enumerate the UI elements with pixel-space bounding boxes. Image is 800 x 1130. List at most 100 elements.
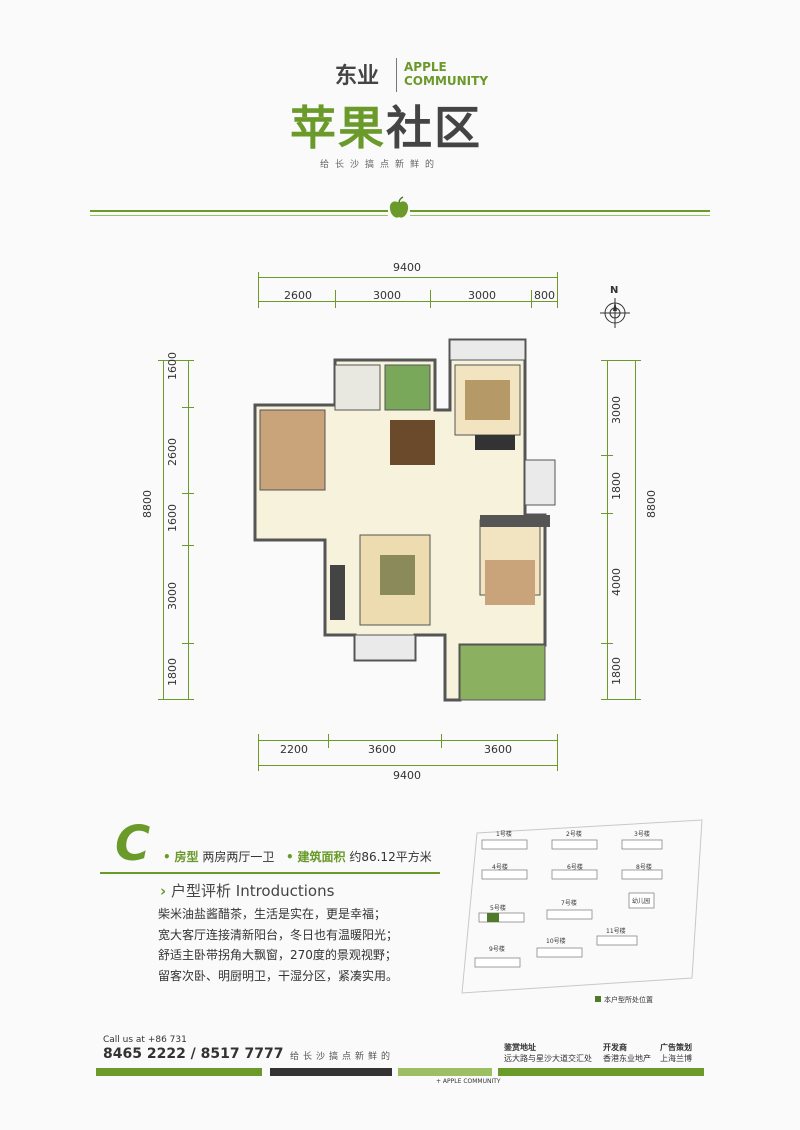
dimension-tick: [601, 643, 613, 644]
site-building-label: 3号楼: [634, 831, 650, 838]
dimension-line: [635, 360, 636, 700]
left-total-dimension: 8800: [141, 490, 154, 518]
unit-type: • 房型 两房两厅一卫: [163, 848, 274, 865]
dimension-tick: [430, 290, 431, 308]
site-map: [461, 819, 703, 994]
intro-title-en: Introductions: [235, 882, 335, 900]
bullet-dot: •: [163, 850, 171, 864]
dimension-tick: [601, 360, 641, 361]
dimension-tick: [182, 493, 194, 494]
right-dimension-1: 3000: [610, 396, 623, 424]
dimension-tick: [601, 455, 613, 456]
developer-short-name: 东业: [335, 64, 380, 89]
bottom-total-dimension: 9400: [393, 769, 421, 782]
unit-type-label: 房型: [174, 850, 199, 864]
legend-swatch: [595, 996, 601, 1002]
intro-text: 柴米油盐酱醋茶，生活是实在，更是幸福； 宽大客厅连接清新阳台，冬日也有温暖阳光；…: [158, 904, 448, 986]
showroom-label: 鉴赏地址: [504, 1043, 536, 1052]
top-dimension-2: 3000: [373, 289, 401, 302]
top-dimension-3: 3000: [468, 289, 496, 302]
top-total-dimension: 9400: [393, 261, 421, 274]
dimension-line: [163, 360, 164, 700]
brand-chinese-part1: 苹果: [290, 101, 386, 155]
right-total-dimension: 8800: [645, 490, 658, 518]
footer-brand-english: + APPLE COMMUNITY: [436, 1078, 501, 1085]
site-building-label: 8号楼: [636, 864, 652, 871]
site-building-label: 6号楼: [567, 864, 583, 871]
developer-value: 香港东业地产: [603, 1054, 651, 1063]
site-legend: 本户型所处位置: [595, 995, 653, 1005]
dimension-tick: [182, 643, 194, 644]
dimension-tick: [335, 290, 336, 308]
bottom-dimension-3: 3600: [484, 743, 512, 756]
bullet-dot: •: [286, 850, 294, 864]
intro-title-cn: 户型评析: [170, 882, 231, 900]
dimension-line: [258, 765, 558, 766]
intro-line: 舒适主卧带拐角大飘窗，270度的景观视野；: [158, 948, 397, 962]
unit-area-label: 建筑面积: [297, 850, 346, 864]
footer-bar-dark: [270, 1068, 392, 1076]
site-building-label: 1号楼: [496, 831, 512, 838]
brand-english: APPLE COMMUNITY: [404, 60, 524, 88]
phone-numbers[interactable]: 8465 2222 / 8517 7777: [103, 1046, 284, 1062]
site-building-label: 10号楼: [546, 938, 566, 945]
agency-label: 广告策划: [660, 1043, 692, 1052]
chevron-right-icon: ›: [160, 882, 167, 900]
dimension-tick: [601, 513, 613, 514]
right-dimension-2: 1800: [610, 472, 623, 500]
dimension-line: [188, 360, 189, 700]
brand-english-line1: APPLE: [404, 60, 447, 74]
showroom-info: 鉴赏地址 远大路与星沙大道交汇处: [504, 1042, 592, 1064]
apple-icon: [388, 196, 410, 220]
top-dimension-4: 800: [534, 289, 555, 302]
unit-type-value: 两房两厅一卫: [202, 850, 275, 864]
site-building-label: 9号楼: [489, 946, 505, 953]
dimension-tick: [258, 272, 259, 308]
call-label: Call us at +86 731: [103, 1035, 187, 1045]
left-dimension-4: 3000: [166, 582, 179, 610]
dimension-tick: [557, 272, 558, 308]
dimension-line: [607, 360, 608, 700]
site-building-label: 2号楼: [566, 831, 582, 838]
left-dimension-1: 1600: [166, 352, 179, 380]
site-building-label: 5号楼: [490, 905, 506, 912]
compass-icon: [600, 298, 630, 328]
dimension-tick: [258, 734, 259, 771]
footer-bar-light: [398, 1068, 492, 1076]
right-dimension-3: 4000: [610, 568, 623, 596]
dimension-tick: [441, 734, 442, 748]
bottom-dimension-2: 3600: [368, 743, 396, 756]
unit-letter: C: [115, 816, 151, 872]
dimension-line: [258, 301, 558, 302]
intro-line: 留客次卧、明厨明卫，干湿分区，紧凑实用。: [158, 968, 399, 983]
dimension-tick: [158, 360, 194, 361]
footer-bar-green: [96, 1068, 262, 1076]
dimension-tick: [158, 699, 194, 700]
intro-line: 柴米油盐酱醋茶，生活是实在，更是幸福；: [158, 907, 387, 921]
dimension-line: [258, 740, 558, 741]
floor-plan: [253, 338, 556, 702]
site-building-label: 11号楼: [606, 928, 626, 935]
header-slogan: 给长沙搞点新鲜的: [320, 160, 441, 170]
left-dimension-3: 1600: [166, 504, 179, 532]
top-dimension-1: 2600: [284, 289, 312, 302]
dimension-tick: [601, 699, 641, 700]
showroom-value: 远大路与星沙大道交汇处: [504, 1054, 592, 1063]
dimension-tick: [182, 545, 194, 546]
brand-english-line2: COMMUNITY: [404, 74, 489, 88]
unit-area: • 建筑面积 约86.12平方米: [286, 848, 432, 865]
developer-label: 开发商: [603, 1043, 627, 1052]
dimension-line: [258, 277, 558, 278]
section-rule: [100, 872, 440, 874]
dimension-tick: [182, 407, 194, 408]
left-dimension-2: 2600: [166, 438, 179, 466]
site-building-label: 4号楼: [492, 864, 508, 871]
header-divider: [396, 58, 397, 92]
left-dimension-5: 1800: [166, 658, 179, 686]
dimension-tick: [328, 734, 329, 748]
footer-bar-green-right: [498, 1068, 704, 1076]
dimension-tick: [531, 290, 532, 308]
legend-label: 本户型所处位置: [604, 996, 653, 1004]
footer-slogan: 给长沙搞点新鲜的: [290, 1052, 395, 1062]
brand-chinese-part2: 社区: [386, 101, 482, 155]
